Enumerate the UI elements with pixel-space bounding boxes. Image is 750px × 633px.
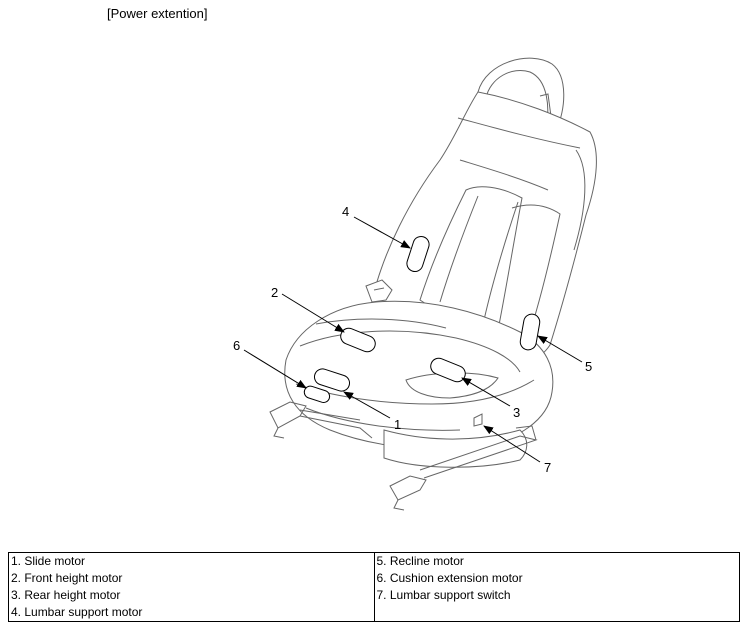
- callout-3: 3: [513, 405, 520, 420]
- legend-item: 6. Cushion extension motor: [376, 571, 523, 585]
- leader-line-6: [243, 349, 307, 389]
- motor-shapes: [303, 235, 541, 403]
- front-height-motor-shape: [340, 327, 376, 353]
- callout-2: 2: [271, 285, 278, 300]
- legend-item: 1. Slide motor: [11, 554, 86, 568]
- legend-column-right: 5. Recline motor 6. Cushion extension mo…: [373, 552, 740, 622]
- legend-item: 3. Rear height motor: [11, 588, 121, 602]
- leader-line-2: [281, 293, 345, 333]
- callout-4: 4: [342, 204, 349, 219]
- figure-caption: [Power extention]: [107, 6, 208, 21]
- leader-line-5: [537, 335, 583, 363]
- callout-numbers: 4 2 6 1 3 5 7: [233, 204, 592, 475]
- callout-7: 7: [544, 460, 551, 475]
- callout-5: 5: [585, 359, 592, 374]
- cushion-extension-motor-shape: [303, 385, 331, 403]
- seat-illustration: [269, 57, 597, 511]
- legend-column-left: 1. Slide motor 2. Front height motor 3. …: [8, 552, 375, 622]
- recline-motor-shape: [519, 313, 541, 351]
- leader-line-4: [353, 216, 411, 249]
- callout-6: 6: [233, 338, 240, 353]
- lumbar-support-motor-shape: [406, 235, 430, 273]
- seat-diagram: 4 2 6 1 3 5 7: [233, 57, 597, 511]
- leader-line-3: [461, 377, 511, 407]
- slide-motor-shape: [313, 368, 351, 392]
- leader-lines: [243, 216, 583, 463]
- legend-item: 5. Recline motor: [376, 554, 464, 568]
- component-legend-table: 1. Slide motor 2. Front height motor 3. …: [8, 552, 740, 622]
- leader-line-7: [483, 425, 541, 463]
- legend-item: 4. Lumbar support motor: [11, 605, 143, 619]
- rear-height-motor-shape: [430, 357, 466, 383]
- leader-line-1: [343, 391, 391, 419]
- legend-item: 2. Front height motor: [11, 571, 123, 585]
- legend-row: 1. Slide motor 2. Front height motor 3. …: [8, 552, 740, 622]
- callout-1: 1: [394, 417, 401, 432]
- legend-item: 7. Lumbar support switch: [376, 588, 511, 602]
